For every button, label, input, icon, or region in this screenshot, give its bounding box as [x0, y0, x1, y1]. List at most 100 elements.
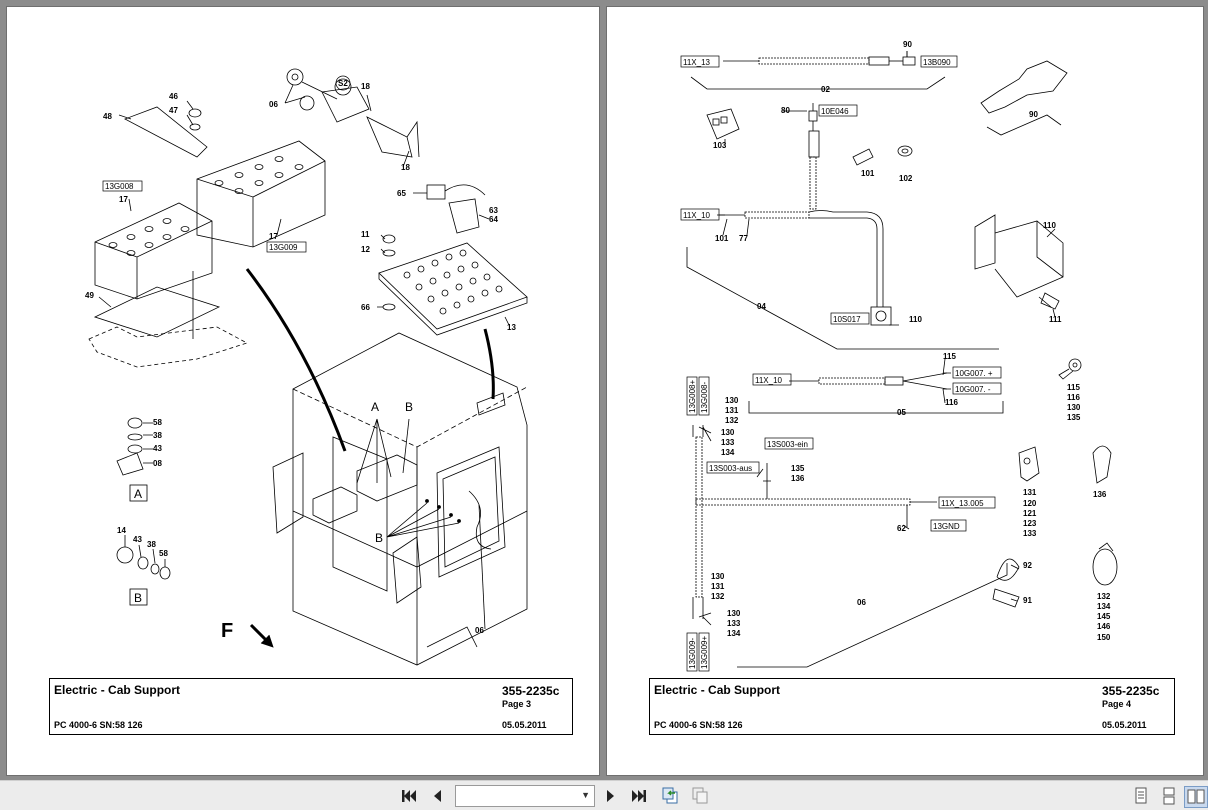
label-58-b: 58 — [159, 549, 168, 558]
single-page-view-icon — [1135, 787, 1147, 804]
go-forward-view-button[interactable] — [690, 786, 712, 806]
first-page-button[interactable] — [398, 786, 420, 806]
detail-A-box: A — [134, 487, 142, 501]
page-number-label: Page 3 — [502, 699, 532, 709]
label-123: 123 — [1023, 519, 1037, 528]
page-number-label: Page 4 — [1102, 699, 1132, 709]
ref-13G009-plus: 13G009+ — [700, 636, 709, 669]
machine-serial: PC 4000-6 SN:58 126 — [54, 720, 143, 730]
label-43-b: 43 — [133, 535, 142, 544]
ref-11X_10-a: 11X_10 — [683, 211, 711, 220]
label-136: 136 — [791, 474, 805, 483]
label-115-top: 115 — [943, 352, 956, 361]
label-38-b: 38 — [147, 540, 156, 549]
label-132-c: 132 — [1097, 592, 1111, 601]
label-102: 102 — [899, 174, 913, 183]
label-65: 65 — [397, 189, 406, 198]
facing-pages-view-button[interactable] — [1184, 786, 1208, 808]
ref-11X_13: 11X_13 — [683, 58, 711, 67]
ref-11X_10-b: 11X_10 — [755, 376, 783, 385]
single-page-view-button[interactable] — [1130, 786, 1152, 806]
previous-page-button[interactable] — [426, 786, 448, 806]
next-page-icon — [607, 790, 614, 802]
continuous-view-button[interactable] — [1158, 786, 1180, 806]
label-133-a: 133 — [721, 438, 735, 447]
ref-13S003-ein: 13S003-ein — [767, 440, 808, 449]
chevron-down-icon: ▼ — [581, 790, 590, 800]
label-06-bottom: 06 — [475, 626, 484, 635]
detail-B-box: B — [134, 591, 142, 605]
label-131-a: 131 — [725, 406, 739, 415]
label-130-c: 130 — [711, 572, 725, 581]
label-06: 06 — [269, 100, 278, 109]
label-63: 63 — [489, 206, 498, 215]
label-130-right: 130 — [1067, 403, 1081, 412]
label-49: 49 — [85, 291, 94, 300]
label-116-right: 116 — [1067, 393, 1080, 402]
title-block-page-3: Electric - Cab Support 355-2235c Page 3 … — [49, 678, 573, 735]
facing-pages-view-icon — [1187, 789, 1205, 804]
label-110: 110 — [909, 315, 922, 324]
last-page-icon — [632, 790, 646, 802]
label-131: 131 — [1023, 488, 1037, 497]
ref-13G008-plus: 13G008+ — [688, 380, 697, 413]
document-number: 355-2235c — [502, 684, 560, 698]
label-121: 121 — [1023, 509, 1037, 518]
label-43-a: 43 — [153, 444, 162, 453]
label-46: 46 — [169, 92, 178, 101]
ref-13GND: 13GND — [933, 522, 960, 531]
label-134-a: 134 — [721, 448, 735, 457]
label-02: 02 — [821, 85, 830, 94]
ref-11X_13.005: 11X_13.005 — [941, 499, 984, 508]
label-134-c: 134 — [1097, 602, 1111, 611]
document-page-3: 46 47 48 06 S2 18 18 13G008 17 17 13G009… — [6, 6, 600, 776]
label-135: 135 — [791, 464, 805, 473]
label-146: 146 — [1097, 622, 1111, 631]
label-13: 13 — [507, 323, 516, 332]
label-116-top: 116 — [945, 398, 958, 407]
ref-13G008-minus: 13G008- — [700, 382, 709, 413]
ref-13G009-minus: 13G009- — [688, 638, 697, 669]
label-12: 12 — [361, 245, 370, 254]
go-back-view-icon — [662, 787, 678, 804]
label-05: 05 — [897, 408, 906, 417]
label-130-d: 130 — [727, 609, 741, 618]
label-132-b: 132 — [711, 592, 725, 601]
label-103: 103 — [713, 141, 727, 150]
next-page-button[interactable] — [600, 786, 622, 806]
label-62: 62 — [897, 524, 906, 533]
label-92: 92 — [1023, 561, 1032, 570]
label-101-top: 101 — [861, 169, 875, 178]
label-90-right: 90 — [1029, 110, 1038, 119]
label-06: 06 — [857, 598, 866, 607]
ref-13G009: 13G009 — [269, 243, 298, 252]
go-forward-view-icon — [692, 787, 708, 804]
document-number: 355-2235c — [1102, 684, 1160, 698]
label-14: 14 — [117, 526, 126, 535]
label-91: 91 — [1023, 596, 1032, 605]
label-130-a: 130 — [725, 396, 739, 405]
label-58-a: 58 — [153, 418, 162, 427]
ref-10G007-minus: 10G007. - — [955, 385, 991, 394]
document-page-4: 11X_13 90 13B090 02 90 80 10E046 103 101… — [606, 6, 1204, 776]
label-80: 80 — [781, 106, 790, 115]
drawing-title: Electric - Cab Support — [654, 683, 781, 697]
label-133: 133 — [1023, 529, 1037, 538]
ref-10E046: 10E046 — [821, 107, 849, 116]
label-115-right: 115 — [1067, 383, 1080, 392]
ref-10G007-plus: 10G007. + — [955, 369, 993, 378]
label-17-right: 17 — [269, 232, 278, 241]
label-130-b: 130 — [721, 428, 735, 437]
go-back-view-button[interactable] — [660, 786, 682, 806]
front-arrow-F: F — [221, 620, 233, 642]
label-132-a: 132 — [725, 416, 739, 425]
label-47: 47 — [169, 106, 178, 115]
drawing-date: 05.05.2011 — [1102, 720, 1147, 730]
label-90-top: 90 — [903, 40, 912, 49]
previous-page-icon — [434, 790, 441, 802]
label-145: 145 — [1097, 612, 1111, 621]
last-page-button[interactable] — [628, 786, 650, 806]
label-64: 64 — [489, 215, 498, 224]
page-number-select[interactable]: ▼ — [455, 785, 595, 807]
label-04: 04 — [757, 302, 766, 311]
